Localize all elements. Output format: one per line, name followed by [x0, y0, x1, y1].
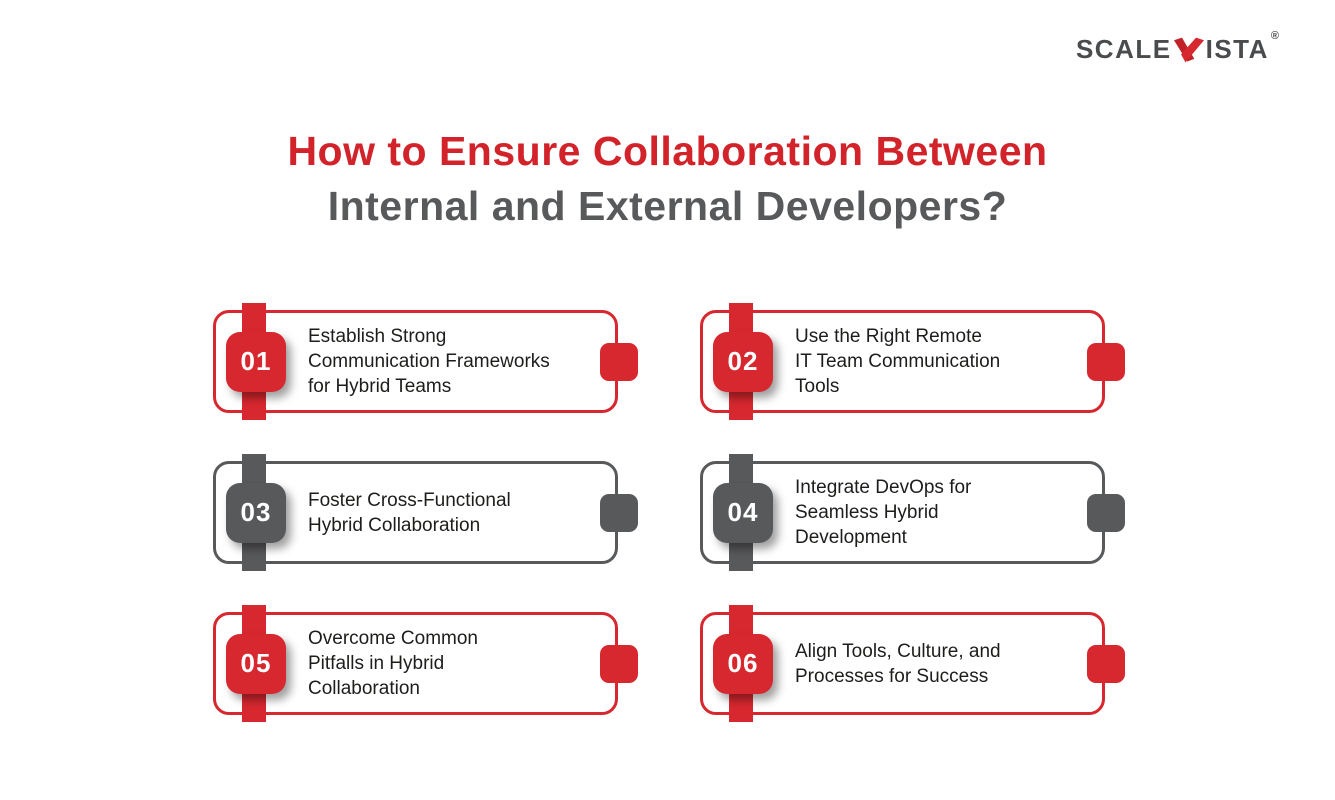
- step-number: 01: [240, 346, 272, 376]
- side-knob: [600, 644, 638, 683]
- step-text: Establish Strong Communication Framework…: [308, 326, 550, 397]
- side-knob: [600, 342, 638, 381]
- step-card-02: 02 Use the Right Remote IT Team Communic…: [700, 303, 1125, 420]
- logo-v-icon: [1173, 37, 1204, 62]
- step-number: 06: [727, 648, 759, 678]
- step-text: Foster Cross-Functional Hybrid Collabora…: [308, 489, 511, 536]
- step-number-badge: 04: [713, 482, 773, 543]
- step-card-03: 03 Foster Cross-Functional Hybrid Collab…: [213, 454, 638, 571]
- step-text: Use the Right Remote IT Team Communicati…: [795, 326, 1001, 397]
- step-text: Align Tools, Culture, and Processes for …: [795, 640, 1001, 687]
- side-knob: [600, 493, 638, 532]
- logo-text-ista: ISTA: [1205, 34, 1269, 64]
- side-knob: [1087, 644, 1125, 683]
- brand-logo: SCALE ISTA ®: [1075, 30, 1279, 65]
- step-number-badge: 02: [713, 331, 773, 392]
- step-card-05: 05 Overcome Common Pitfalls in Hybrid Co…: [213, 605, 638, 722]
- side-knob: [1087, 493, 1125, 532]
- step-number-badge: 03: [226, 482, 286, 543]
- step-text: Overcome Common Pitfalls in Hybrid Colla…: [308, 628, 478, 699]
- side-knob: [1087, 342, 1125, 381]
- step-card-04: 04 Integrate DevOps for Seamless Hybrid …: [700, 454, 1125, 571]
- step-text: Integrate DevOps for Seamless Hybrid Dev…: [795, 477, 972, 548]
- title-line-2: Internal and External Developers?: [327, 183, 1008, 229]
- step-card-06: 06 Align Tools, Culture, and Processes f…: [700, 605, 1125, 722]
- registered-mark-icon: ®: [1270, 30, 1279, 42]
- step-number: 03: [240, 497, 272, 527]
- step-number-badge: 05: [226, 633, 286, 694]
- logo-text-scale: SCALE: [1075, 34, 1172, 64]
- step-number: 04: [727, 497, 759, 527]
- page-title: How to Ensure Collaboration Between Inte…: [0, 124, 1335, 234]
- step-number-badge: 06: [713, 633, 773, 694]
- title-line-1: How to Ensure Collaboration Between: [287, 128, 1048, 174]
- step-number-badge: 01: [226, 331, 286, 392]
- step-number: 02: [727, 346, 759, 376]
- step-number: 05: [240, 648, 272, 678]
- steps-grid: 01 Establish Strong Communication Framew…: [213, 303, 1125, 722]
- step-card-01: 01 Establish Strong Communication Framew…: [213, 303, 638, 420]
